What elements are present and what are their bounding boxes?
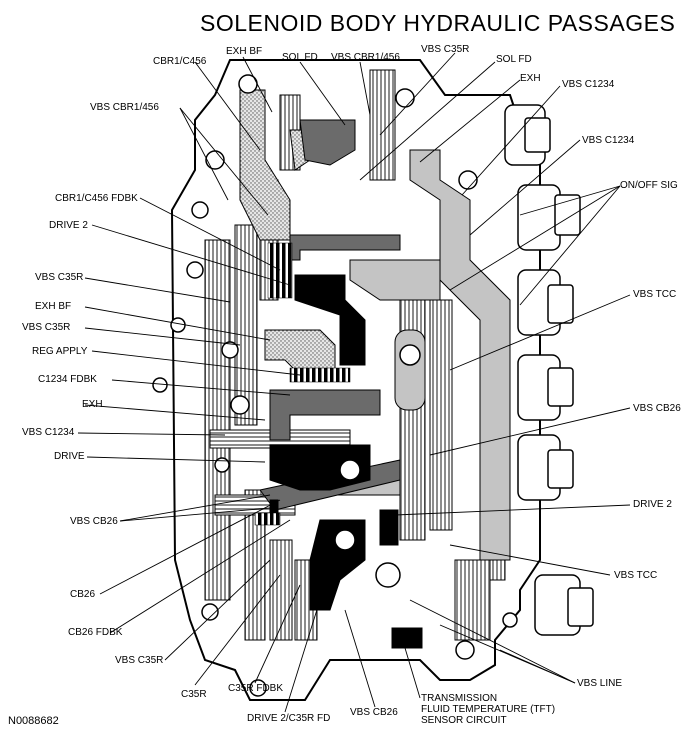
label-vbs-c1234-right: VBS C1234 bbox=[582, 135, 635, 146]
label-vbs-cb26-right: VBS CB26 bbox=[633, 403, 681, 414]
label-sol-fd-right: SOL FD bbox=[496, 54, 532, 65]
label-drive-left: DRIVE bbox=[54, 451, 85, 462]
label-drive-2-right: DRIVE 2 bbox=[633, 499, 672, 510]
label-vbs-c1234-top: VBS C1234 bbox=[562, 79, 615, 90]
label-vbs-c35r-top: VBS C35R bbox=[421, 44, 470, 55]
label-vbs-cb26-bottom: VBS CB26 bbox=[350, 707, 398, 718]
label-exh-top-right: EXH bbox=[520, 73, 541, 84]
label-vbs-c35r-left: VBS C35R bbox=[35, 272, 84, 283]
label-on-off-sig: ON/OFF SIG bbox=[620, 180, 678, 191]
label-sol-fd-top: SOL FD bbox=[282, 52, 318, 63]
label-exh-bf-left: EXH BF bbox=[35, 301, 72, 312]
label-cbr1-c456-fdbk: CBR1/C456 FDBK bbox=[55, 193, 138, 204]
label-cb26: CB26 bbox=[70, 589, 96, 600]
label-vbs-line: VBS LINE bbox=[577, 678, 623, 689]
label-vbs-c1234-left: VBS C1234 bbox=[22, 427, 75, 438]
label-c35r-fdbk: C35R FDBK bbox=[228, 683, 284, 694]
label-vbs-tcc-lower: VBS TCC bbox=[614, 570, 658, 581]
label-exh-left: EXH bbox=[82, 399, 103, 410]
diagram-title: SOLENOID BODY HYDRAULIC PASSAGES bbox=[200, 10, 676, 36]
label-tft-line1: TRANSMISSION bbox=[421, 693, 498, 704]
label-exh-bf-top: EXH BF bbox=[226, 46, 263, 57]
label-cb26-fdbk: CB26 FDBK bbox=[68, 627, 123, 638]
label-cbr1-c456: CBR1/C456 bbox=[153, 56, 207, 67]
label-tft-line3: SENSOR CIRCUIT bbox=[421, 715, 507, 726]
solenoid-connectors bbox=[504, 104, 594, 636]
black-passages bbox=[269, 274, 423, 649]
label-vbs-c35r-left2: VBS C35R bbox=[22, 322, 71, 333]
label-vbs-c35r-bottom: VBS C35R bbox=[115, 655, 164, 666]
label-tft-line2: FLUID TEMPERATURE (TFT) bbox=[421, 704, 556, 715]
label-vbs-cbr1-456-top: VBS CBR1/456 bbox=[331, 52, 400, 63]
label-reg-apply: REG APPLY bbox=[32, 346, 88, 357]
leader-lines bbox=[77, 52, 631, 713]
label-c35r: C35R bbox=[181, 689, 207, 700]
label-drive-2-left: DRIVE 2 bbox=[49, 220, 88, 231]
label-vbs-cb26-left: VBS CB26 bbox=[70, 516, 118, 527]
label-drive-2-c35r-fd: DRIVE 2/C35R FD bbox=[247, 713, 331, 724]
label-vbs-cbr1-456-left: VBS CBR1/456 bbox=[90, 102, 159, 113]
figure-id: N0088682 bbox=[8, 715, 59, 727]
label-c1234-fdbk: C1234 FDBK bbox=[38, 374, 97, 385]
label-vbs-tcc-right: VBS TCC bbox=[633, 289, 677, 300]
